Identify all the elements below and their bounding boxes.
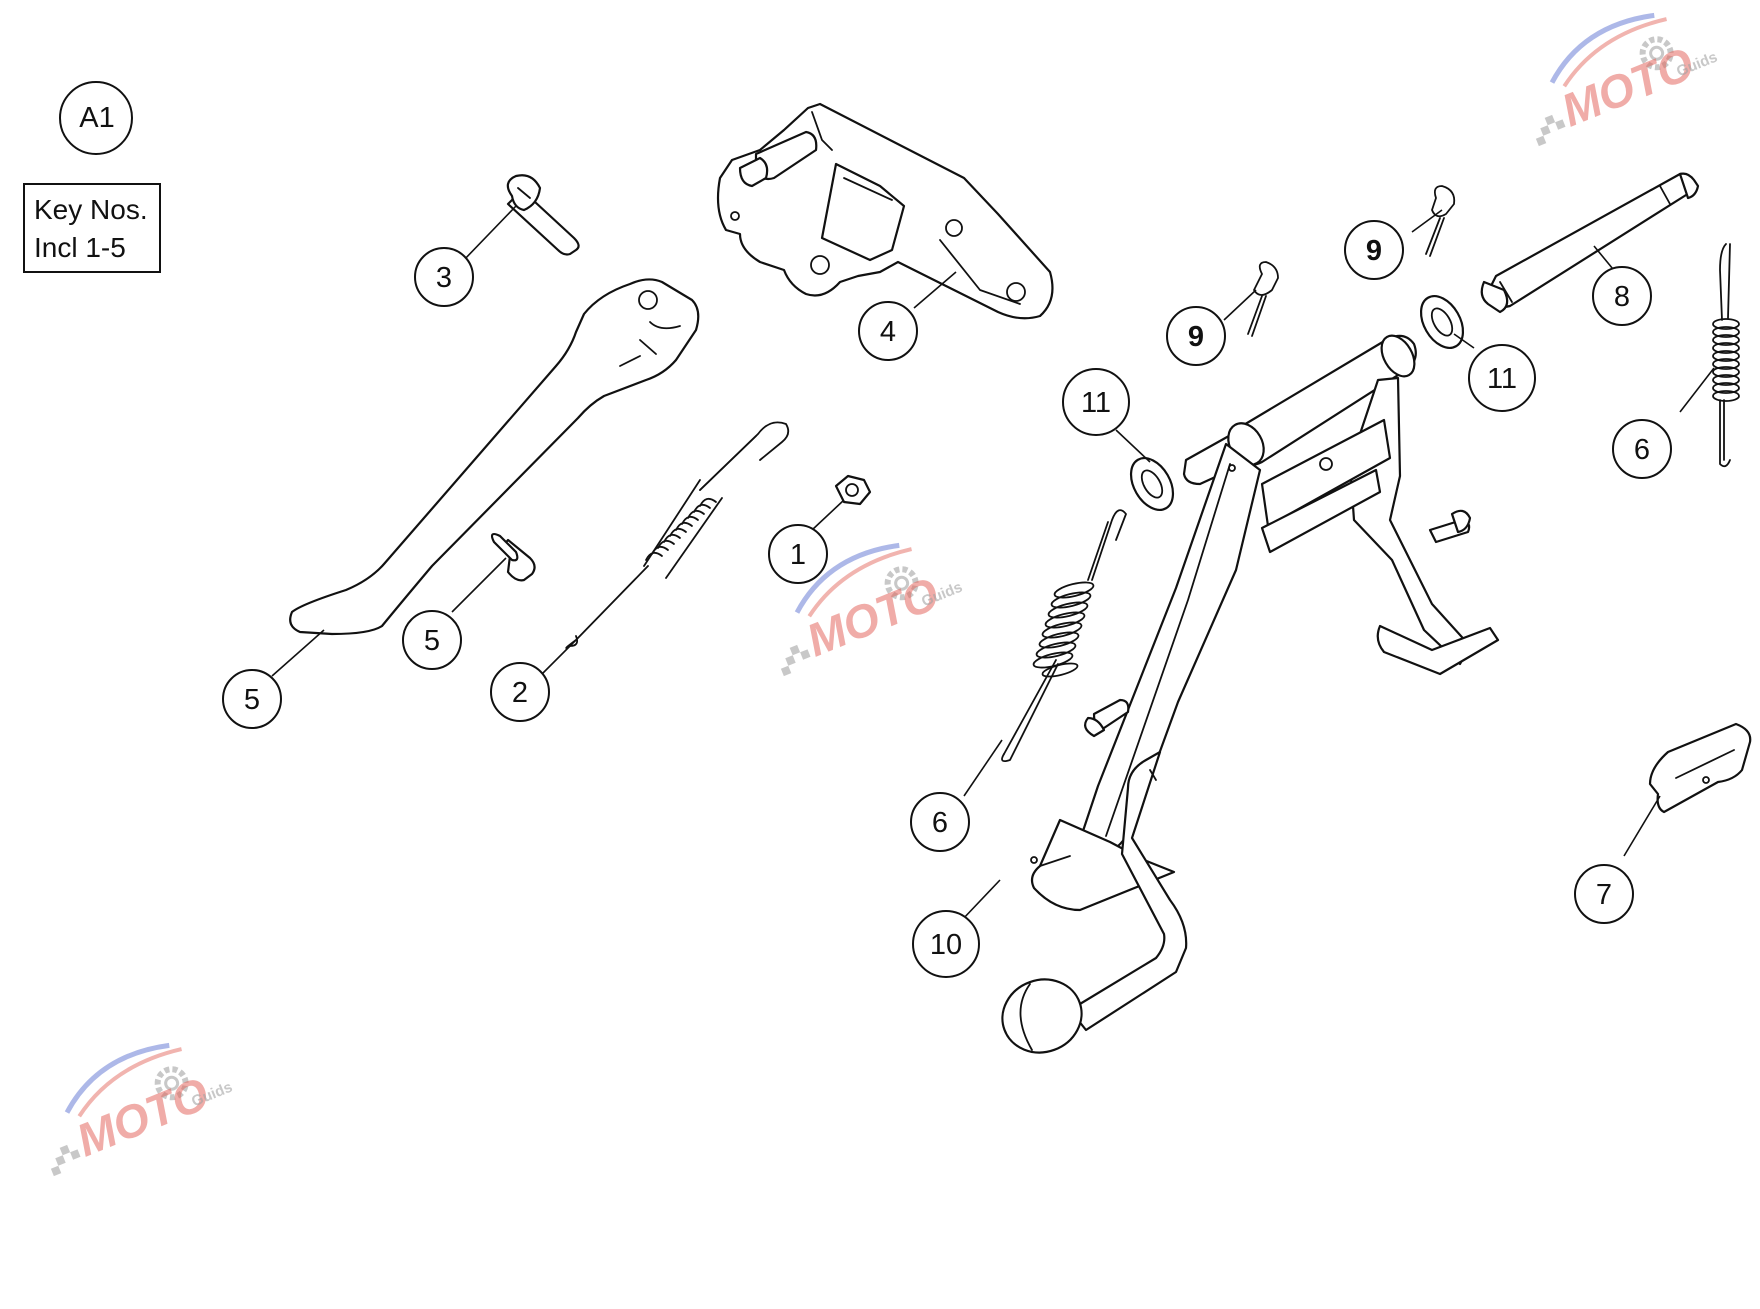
key-box-line1: Key Nos.: [34, 194, 148, 225]
svg-text:3: 3: [436, 262, 452, 294]
group-callout-a1: A1: [59, 81, 133, 155]
callout-6-center: 6: [910, 792, 970, 852]
part-4-bracket-plate: [716, 102, 1054, 320]
callout-3: 3: [414, 247, 474, 307]
svg-text:4: 4: [880, 316, 896, 348]
part-6-spring-center: [1001, 509, 1127, 763]
svg-text:8: 8: [1614, 281, 1630, 313]
key-box: Key Nos. Incl 1-5: [23, 183, 161, 273]
svg-text:5: 5: [244, 684, 260, 716]
callout-8: 8: [1592, 266, 1652, 326]
callout-6-right: 6: [1612, 419, 1672, 479]
spring-coil: [643, 479, 723, 579]
callout-5-stand: 5: [222, 669, 282, 729]
svg-text:9: 9: [1366, 235, 1382, 267]
svg-text:A1: A1: [79, 102, 114, 134]
part-5-pivot-pin: [490, 532, 536, 582]
callout-7: 7: [1574, 864, 1634, 924]
svg-text:7: 7: [1596, 879, 1612, 911]
callout-11-right: 11: [1468, 344, 1536, 412]
callout-1: 1: [768, 524, 828, 584]
watermark-bottom-left: MOTO Guids: [23, 1024, 235, 1179]
svg-text:10: 10: [930, 929, 962, 961]
part-7-plate: [1648, 722, 1752, 814]
callout-9-left: 9: [1166, 306, 1226, 366]
spring-coil: [1712, 318, 1740, 402]
callout-11-left: 11: [1062, 368, 1130, 436]
part-8-pivot-shaft: [1480, 172, 1700, 314]
svg-text:6: 6: [932, 807, 948, 839]
part-11-washer-right: [1419, 295, 1465, 349]
part-3-bolt: [506, 174, 580, 256]
leader-lines: [271, 205, 1715, 921]
callout-10: 10: [912, 910, 980, 978]
key-box-line2: Incl 1-5: [34, 232, 126, 263]
part-11-washer-left: [1129, 457, 1175, 511]
svg-text:9: 9: [1188, 321, 1204, 353]
callout-9-right: 9: [1344, 220, 1404, 280]
watermark-top-right: MOTO Guids: [1508, 0, 1720, 150]
part-6-spring-right: [1712, 243, 1740, 468]
part-9-split-pin-right: [1425, 185, 1456, 257]
part-1-nut: [834, 474, 872, 506]
part-2-spring: [565, 421, 790, 649]
callout-4: 4: [858, 301, 918, 361]
callout-5-pin: 5: [402, 610, 462, 670]
svg-text:5: 5: [424, 625, 440, 657]
svg-text:1: 1: [790, 539, 806, 571]
svg-text:2: 2: [512, 677, 528, 709]
svg-text:11: 11: [1081, 387, 1111, 419]
center-stand: [1001, 334, 1500, 1054]
callout-2: 2: [490, 662, 550, 722]
spring-coil: [1032, 581, 1095, 678]
part-9-split-pin-left: [1247, 261, 1279, 337]
svg-text:11: 11: [1487, 363, 1517, 395]
svg-text:6: 6: [1634, 434, 1650, 466]
part-5-side-stand: [289, 278, 700, 636]
